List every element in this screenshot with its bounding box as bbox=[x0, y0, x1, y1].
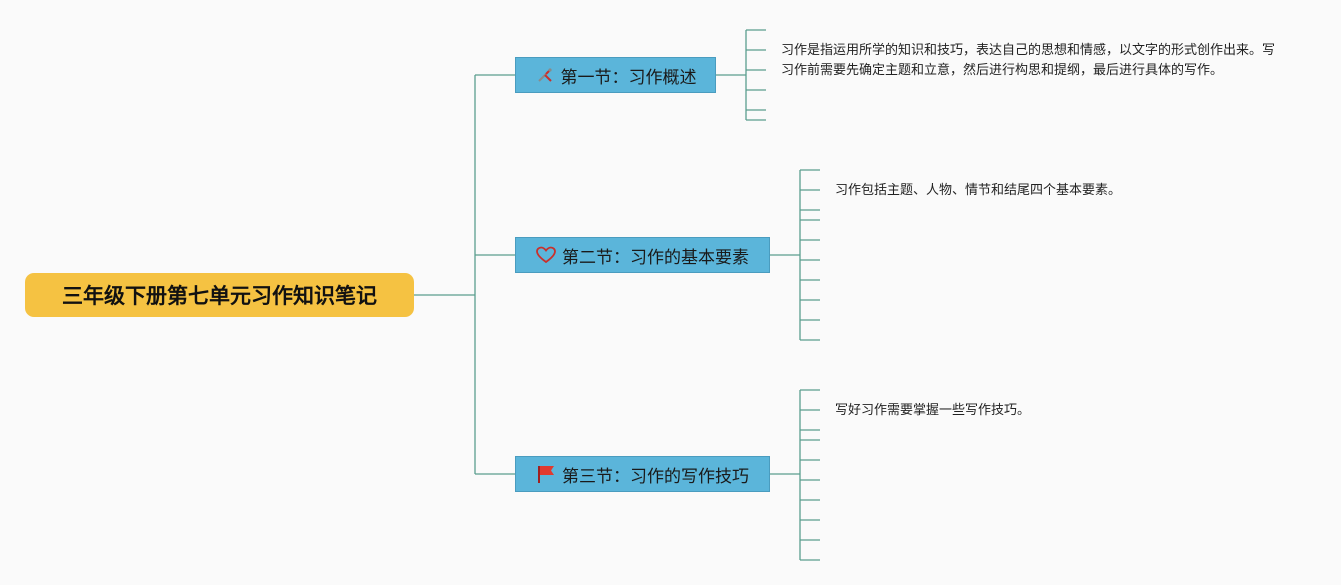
topic-section-2[interactable]: 第二节：习作的基本要素 bbox=[515, 237, 770, 273]
note-section-1: 习作是指运用所学的知识和技巧，表达自己的思想和情感，以文字的形式创作出来。写习作… bbox=[781, 41, 1276, 81]
note-section-2-text: 习作包括主题、人物、情节和结尾四个基本要素。 bbox=[835, 183, 1122, 198]
note-section-2: 习作包括主题、人物、情节和结尾四个基本要素。 bbox=[835, 181, 1295, 201]
topic-section-3[interactable]: 第三节：习作的写作技巧 bbox=[515, 456, 770, 492]
red-flag-icon bbox=[536, 464, 556, 484]
tools-icon bbox=[535, 66, 555, 84]
note-section-3: 写好习作需要掌握一些写作技巧。 bbox=[835, 401, 1295, 421]
note-section-3-text: 写好习作需要掌握一些写作技巧。 bbox=[835, 403, 1031, 418]
note-section-1-text: 习作是指运用所学的知识和技巧，表达自己的思想和情感，以文字的形式创作出来。写习作… bbox=[781, 43, 1276, 78]
heart-icon bbox=[536, 246, 556, 264]
central-topic-label: 三年级下册第七单元习作知识笔记 bbox=[62, 284, 377, 308]
topic-section-3-label: 第三节：习作的写作技巧 bbox=[562, 466, 749, 487]
topic-section-1-label: 第一节：习作概述 bbox=[560, 67, 697, 88]
central-topic[interactable]: 三年级下册第七单元习作知识笔记 bbox=[25, 273, 414, 317]
topic-section-1[interactable]: 第一节：习作概述 bbox=[515, 57, 716, 93]
topic-section-2-label: 第二节：习作的基本要素 bbox=[562, 247, 749, 268]
